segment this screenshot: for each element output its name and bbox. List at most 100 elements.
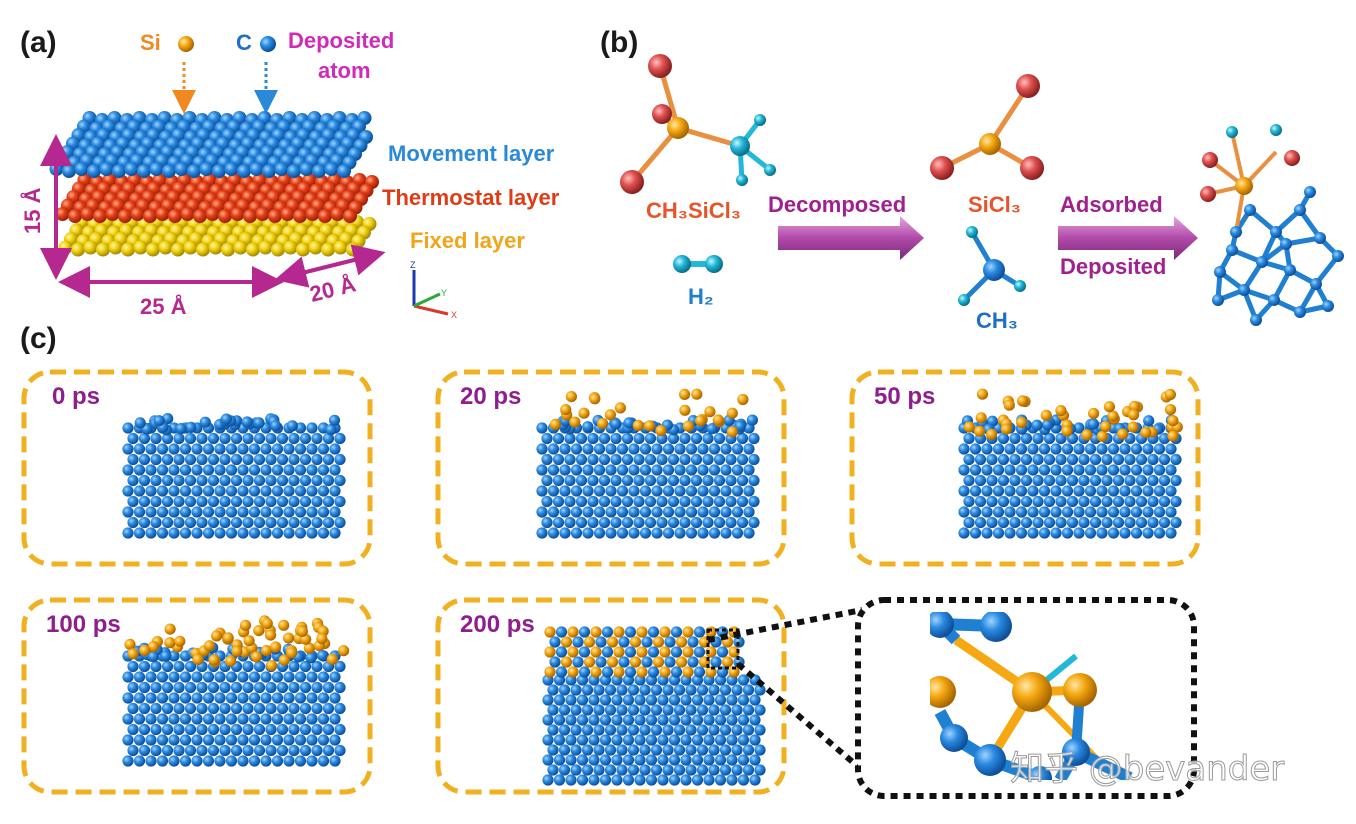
carbon-atom bbox=[202, 527, 215, 539]
carbon-atom bbox=[334, 723, 346, 736]
carbon-atom bbox=[271, 464, 284, 476]
carbon-atom bbox=[587, 432, 599, 445]
carbon-atom bbox=[575, 474, 588, 487]
carbon-atom bbox=[145, 692, 157, 704]
carbon-atom bbox=[986, 516, 998, 529]
height-dimension-label: 15 Å bbox=[19, 187, 45, 234]
movement-layer-atom bbox=[149, 162, 164, 176]
carbon-atom bbox=[138, 744, 151, 757]
panel-b-letter: (b) bbox=[600, 26, 638, 59]
carbon-atom bbox=[685, 443, 698, 455]
carbon-atom bbox=[611, 734, 623, 746]
carbon-atom bbox=[572, 636, 584, 648]
carbon-atom bbox=[604, 744, 617, 756]
carbon-atom bbox=[969, 443, 982, 455]
carbon-atom bbox=[196, 495, 208, 508]
carbon-atom bbox=[184, 702, 197, 715]
frame-20ps-border bbox=[435, 369, 787, 567]
silicon-atom bbox=[974, 425, 986, 437]
carbon-atom bbox=[708, 704, 720, 716]
silicon-atom bbox=[326, 653, 338, 666]
carbon-atom bbox=[690, 474, 703, 487]
silicon-atom bbox=[164, 623, 176, 635]
carbon-atom bbox=[242, 660, 254, 673]
carbon-atom bbox=[168, 506, 180, 518]
carbon-atom bbox=[565, 714, 577, 726]
carbon-atom bbox=[611, 774, 623, 786]
silicon-atom bbox=[691, 388, 703, 400]
carbon-atom bbox=[207, 432, 220, 445]
carbon-atom bbox=[1050, 527, 1062, 539]
carbon-atom bbox=[191, 755, 203, 767]
carbon-atom bbox=[578, 626, 591, 638]
carbon-atom bbox=[133, 464, 146, 476]
carbon-atom bbox=[588, 734, 600, 746]
carbon-atom bbox=[1061, 443, 1074, 455]
carbon-atom bbox=[547, 744, 559, 756]
carbon-atom bbox=[598, 495, 611, 508]
carbon-atom bbox=[322, 495, 335, 508]
carbon-atom bbox=[628, 443, 640, 455]
carbon-atom bbox=[322, 474, 335, 487]
depth-dimension-label: 20 Å bbox=[307, 270, 358, 306]
thermostat-layer-atom bbox=[305, 207, 320, 221]
carbon-atom bbox=[322, 744, 335, 757]
carbon-atom bbox=[127, 516, 139, 529]
silicon-atom bbox=[682, 626, 694, 638]
carbon-atom bbox=[1061, 527, 1074, 539]
carbon-atom bbox=[691, 714, 704, 726]
carbon-atom bbox=[1165, 506, 1177, 518]
carbon-atom bbox=[582, 506, 594, 518]
carbon-atom bbox=[156, 755, 169, 767]
carbon-atom bbox=[673, 744, 686, 756]
carbon-atom bbox=[260, 443, 272, 455]
carbon-atom bbox=[726, 774, 738, 786]
carbon-atom bbox=[1135, 453, 1148, 466]
carbon-atom bbox=[624, 666, 637, 678]
carbon-atom bbox=[742, 724, 755, 736]
carbon-atom bbox=[662, 744, 674, 756]
carbon-atom bbox=[708, 684, 720, 696]
carbon-atom bbox=[133, 692, 146, 704]
carbon-atom bbox=[587, 453, 599, 466]
carbon-atom bbox=[156, 527, 169, 539]
carbon-atom bbox=[1124, 516, 1136, 529]
cluster-carbon-atom bbox=[1280, 238, 1292, 250]
carbon-atom bbox=[702, 432, 714, 445]
carbon-atom bbox=[122, 671, 134, 683]
carbon-atom bbox=[703, 774, 715, 786]
carbon-atom bbox=[547, 704, 559, 716]
carbon-atom bbox=[184, 495, 197, 508]
carbon-atom bbox=[1107, 506, 1120, 518]
carbon-atom bbox=[668, 714, 681, 726]
carbon-atom bbox=[288, 432, 300, 445]
carbon-atom bbox=[1078, 453, 1090, 466]
silicon-atom bbox=[636, 646, 648, 658]
carbon-atom bbox=[737, 774, 750, 786]
carbon-atom bbox=[168, 734, 180, 746]
carbon-atom bbox=[650, 704, 663, 716]
carbon-atom bbox=[265, 744, 277, 757]
carbon-atom bbox=[549, 636, 561, 648]
carbon-atom bbox=[714, 774, 727, 786]
carbon-atom bbox=[749, 714, 761, 726]
carbon-atom bbox=[161, 516, 174, 529]
carbon-atom bbox=[248, 734, 261, 746]
carbon-atom bbox=[697, 464, 709, 476]
carbon-atom bbox=[986, 453, 998, 466]
carbon-atom bbox=[605, 485, 617, 497]
carbon-atom bbox=[1050, 464, 1062, 476]
carbon-atom bbox=[276, 516, 289, 529]
carbon-atom bbox=[1032, 474, 1044, 487]
silicon-atom bbox=[679, 388, 691, 400]
carbon-atom bbox=[179, 734, 192, 746]
carbon-atom bbox=[662, 464, 675, 476]
carbon-atom bbox=[311, 660, 323, 673]
silicon-atom bbox=[578, 407, 590, 419]
carbon-atom bbox=[288, 702, 300, 715]
carbon-atom bbox=[1004, 527, 1016, 539]
carbon-atom bbox=[657, 734, 669, 746]
thermostat-layer-atom bbox=[180, 207, 195, 221]
carbon-atom bbox=[611, 754, 623, 766]
silicon-atom bbox=[270, 641, 282, 653]
